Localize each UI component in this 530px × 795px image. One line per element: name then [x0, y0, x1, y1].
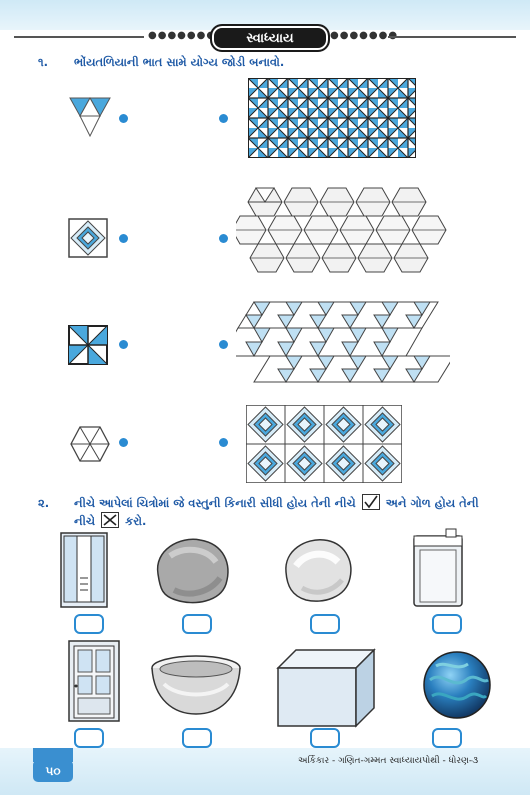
- cross-box-icon: [101, 512, 120, 528]
- answer-box-jerrycan[interactable]: [432, 614, 462, 634]
- question-2-line2: નીચે કરો.: [74, 512, 146, 530]
- tick-box-icon: [361, 494, 380, 510]
- answer-box-stone[interactable]: [310, 614, 340, 634]
- answer-box-wardrobe[interactable]: [74, 614, 104, 634]
- answer-box-ball[interactable]: [432, 728, 462, 748]
- question-1-text: ભોંયતળિયાની ભાત સામે યોગ્ય જોડી બનાવો.: [74, 55, 285, 69]
- pinwheel-floor-pattern: [248, 78, 416, 158]
- question-2-text-1: નીચે આપેલાં ચિત્રોમાં જે વસ્તુની કિનારી …: [74, 496, 356, 510]
- page-title: સ્વાધ્યાય: [210, 24, 330, 52]
- triangle-pattern-icon: [69, 96, 111, 138]
- question-1-number: ૧.: [38, 55, 49, 69]
- title-rule-left: [14, 36, 144, 38]
- bowl-icon: [151, 655, 241, 715]
- stone-icon: [285, 539, 352, 602]
- box-icon: [276, 648, 376, 728]
- door-icon: [68, 640, 120, 722]
- page-number-tab: [33, 748, 73, 762]
- question-2: ૨. નીચે આપેલાં ચિત્રોમાં જે વસ્તુની કિનાર…: [38, 494, 508, 512]
- jerrycan-icon: [413, 528, 463, 607]
- match-dot-left-1[interactable]: [119, 114, 128, 123]
- answer-box-box[interactable]: [310, 728, 340, 748]
- title-dots-left: ●●●●●●●: [148, 30, 217, 41]
- question-2-number: ૨.: [38, 496, 50, 510]
- answer-box-bowl[interactable]: [182, 728, 212, 748]
- match-dot-left-4[interactable]: [119, 438, 128, 447]
- page-number: ૫૦: [33, 760, 73, 782]
- question-1: ૧. ભોંયતળિયાની ભાત સામે યોગ્ય જોડી બનાવો.: [38, 54, 284, 71]
- question-2-text-3: નીચે: [74, 514, 96, 528]
- match-dot-right-2[interactable]: [219, 234, 228, 243]
- hexagon-tile-icon: [70, 426, 110, 462]
- hexagon-floor-pattern: [236, 187, 447, 273]
- answer-box-door[interactable]: [74, 728, 104, 748]
- match-dot-left-3[interactable]: [119, 340, 128, 349]
- rock-icon: [156, 538, 229, 604]
- diamond-floor-pattern: [246, 405, 402, 483]
- title-dots-right: ●●●●●●●: [330, 30, 399, 41]
- match-dot-left-2[interactable]: [119, 234, 128, 243]
- question-2-text-2: અને ગોળ હોય તેની: [385, 496, 479, 510]
- diamond-tile-icon: [68, 218, 108, 258]
- answer-box-rock[interactable]: [182, 614, 212, 634]
- footer-text: અર્કિકાર - ગણિત-ગમ્મત સ્વાધ્યાયપોથી - ધો…: [298, 756, 479, 766]
- wardrobe-icon: [60, 532, 108, 608]
- match-dot-right-3[interactable]: [219, 340, 228, 349]
- bottom-band: [0, 748, 530, 795]
- question-2-text-4: કરો.: [125, 514, 147, 528]
- triangle-floor-pattern: [236, 301, 450, 383]
- pinwheel-tile-icon: [68, 325, 108, 365]
- match-dot-right-4[interactable]: [219, 438, 228, 447]
- ball-icon: [423, 651, 491, 719]
- match-dot-right-1[interactable]: [219, 114, 228, 123]
- title-rule-right: [388, 36, 516, 38]
